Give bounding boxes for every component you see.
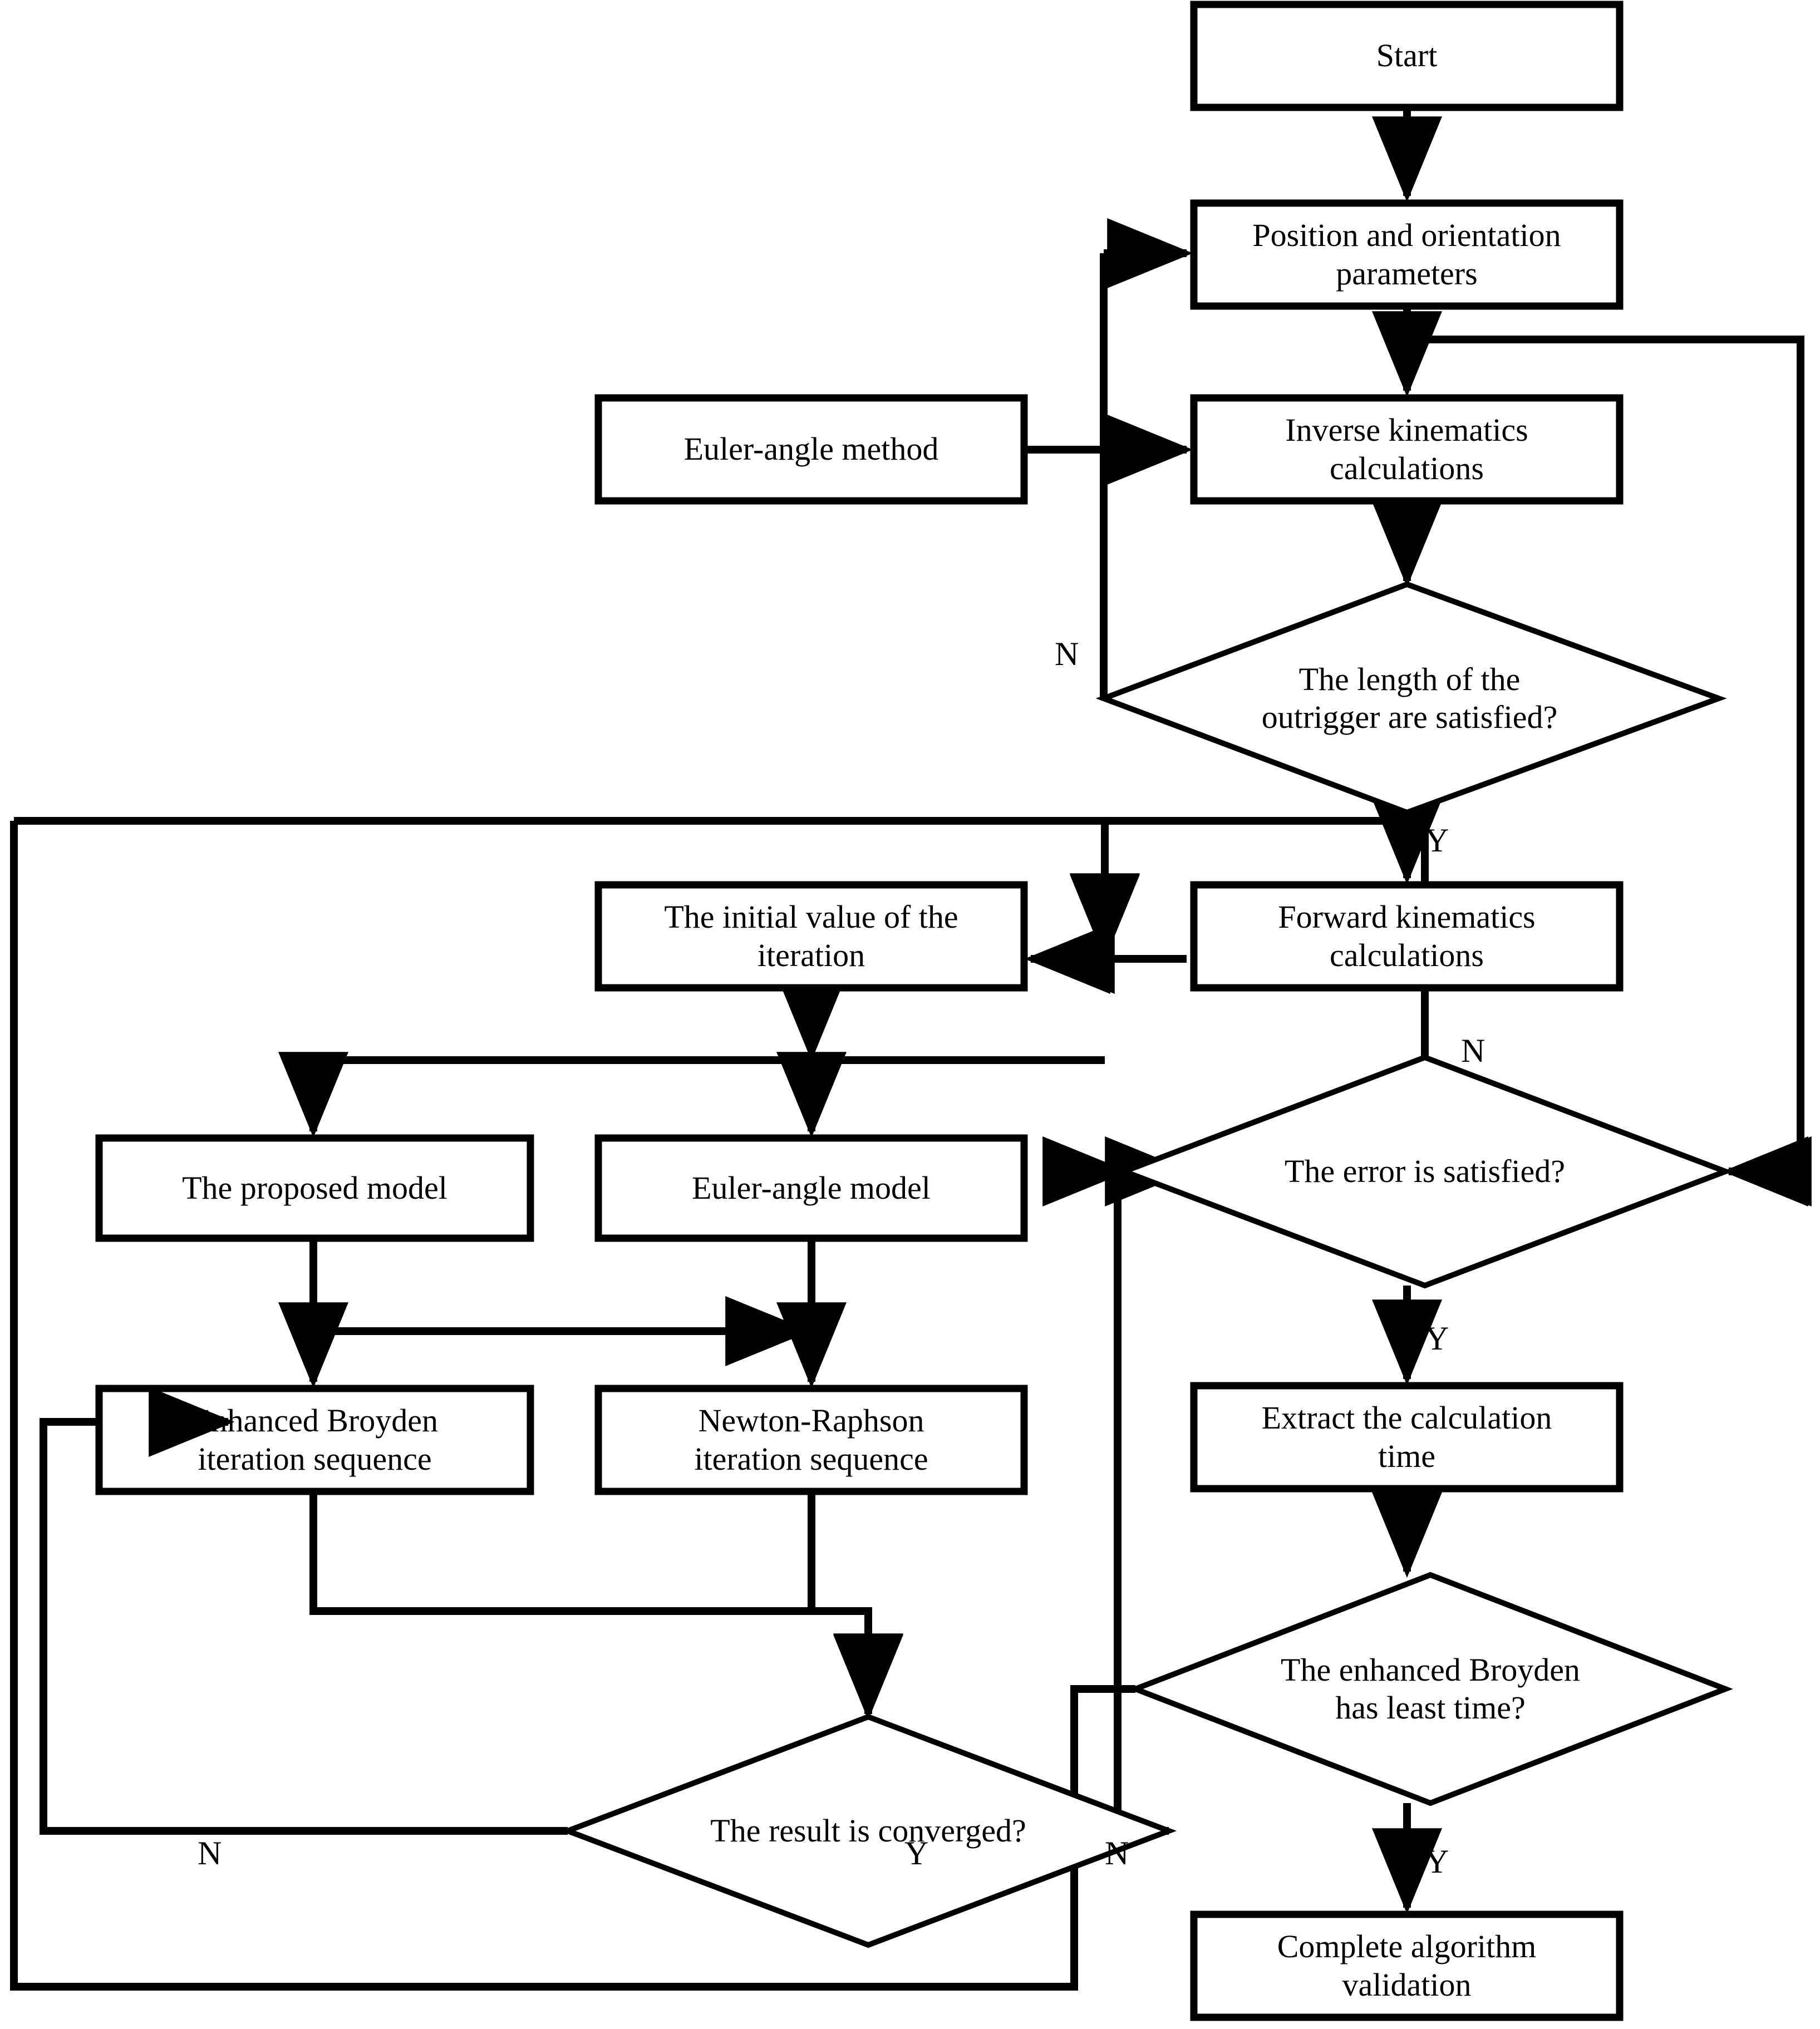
- edge-label-y-converged: Y: [904, 1835, 929, 1872]
- route-least-n: [10, 821, 1135, 1991]
- route-converged-n: [40, 1418, 568, 1835]
- node-start-shape: [1190, 1, 1624, 111]
- node-shapes: [95, 1, 1734, 2021]
- node-euler-method-shape: [594, 394, 1028, 505]
- route-converged-y: [1114, 1171, 1169, 1835]
- node-inverse-kin-shape: [1190, 394, 1624, 505]
- edge-arrows-top: [149, 501, 1808, 1721]
- node-error-check-shape: [1116, 1054, 1734, 1289]
- edge-label-n-converged: N: [198, 1835, 222, 1872]
- edge-label-n-outrigger: N: [1055, 636, 1079, 672]
- node-broyden-seq-shape: [95, 1385, 534, 1495]
- node-complete-shape: [1190, 1910, 1624, 2021]
- node-pose-params-shape: [1190, 199, 1624, 310]
- edge-label-y-error: Y: [1425, 1320, 1449, 1357]
- route-broyden-merge: [309, 1491, 872, 1670]
- node-outrigger-check-shape: [1095, 581, 1727, 816]
- node-converged-check-shape: [559, 1713, 1177, 1948]
- edge-label-n-error: N: [1461, 1032, 1485, 1069]
- edge-label-y-outrigger: Y: [1425, 822, 1449, 859]
- node-extract-time-shape: [1190, 1382, 1624, 1493]
- node-forward-kin-shape: [1190, 881, 1624, 992]
- route-pose-right-to-error: [1407, 336, 1804, 1171]
- node-newton-seq-shape: [594, 1385, 1028, 1495]
- node-initial-value-shape: [594, 881, 1028, 992]
- node-proposed-model-shape: [95, 1134, 534, 1242]
- edge-label-n-broyden: N: [1105, 1835, 1129, 1872]
- node-broyden-least-shape: [1128, 1572, 1733, 1806]
- edge-label-y-broyden: Y: [1425, 1843, 1449, 1880]
- node-euler-model-shape: [594, 1134, 1028, 1242]
